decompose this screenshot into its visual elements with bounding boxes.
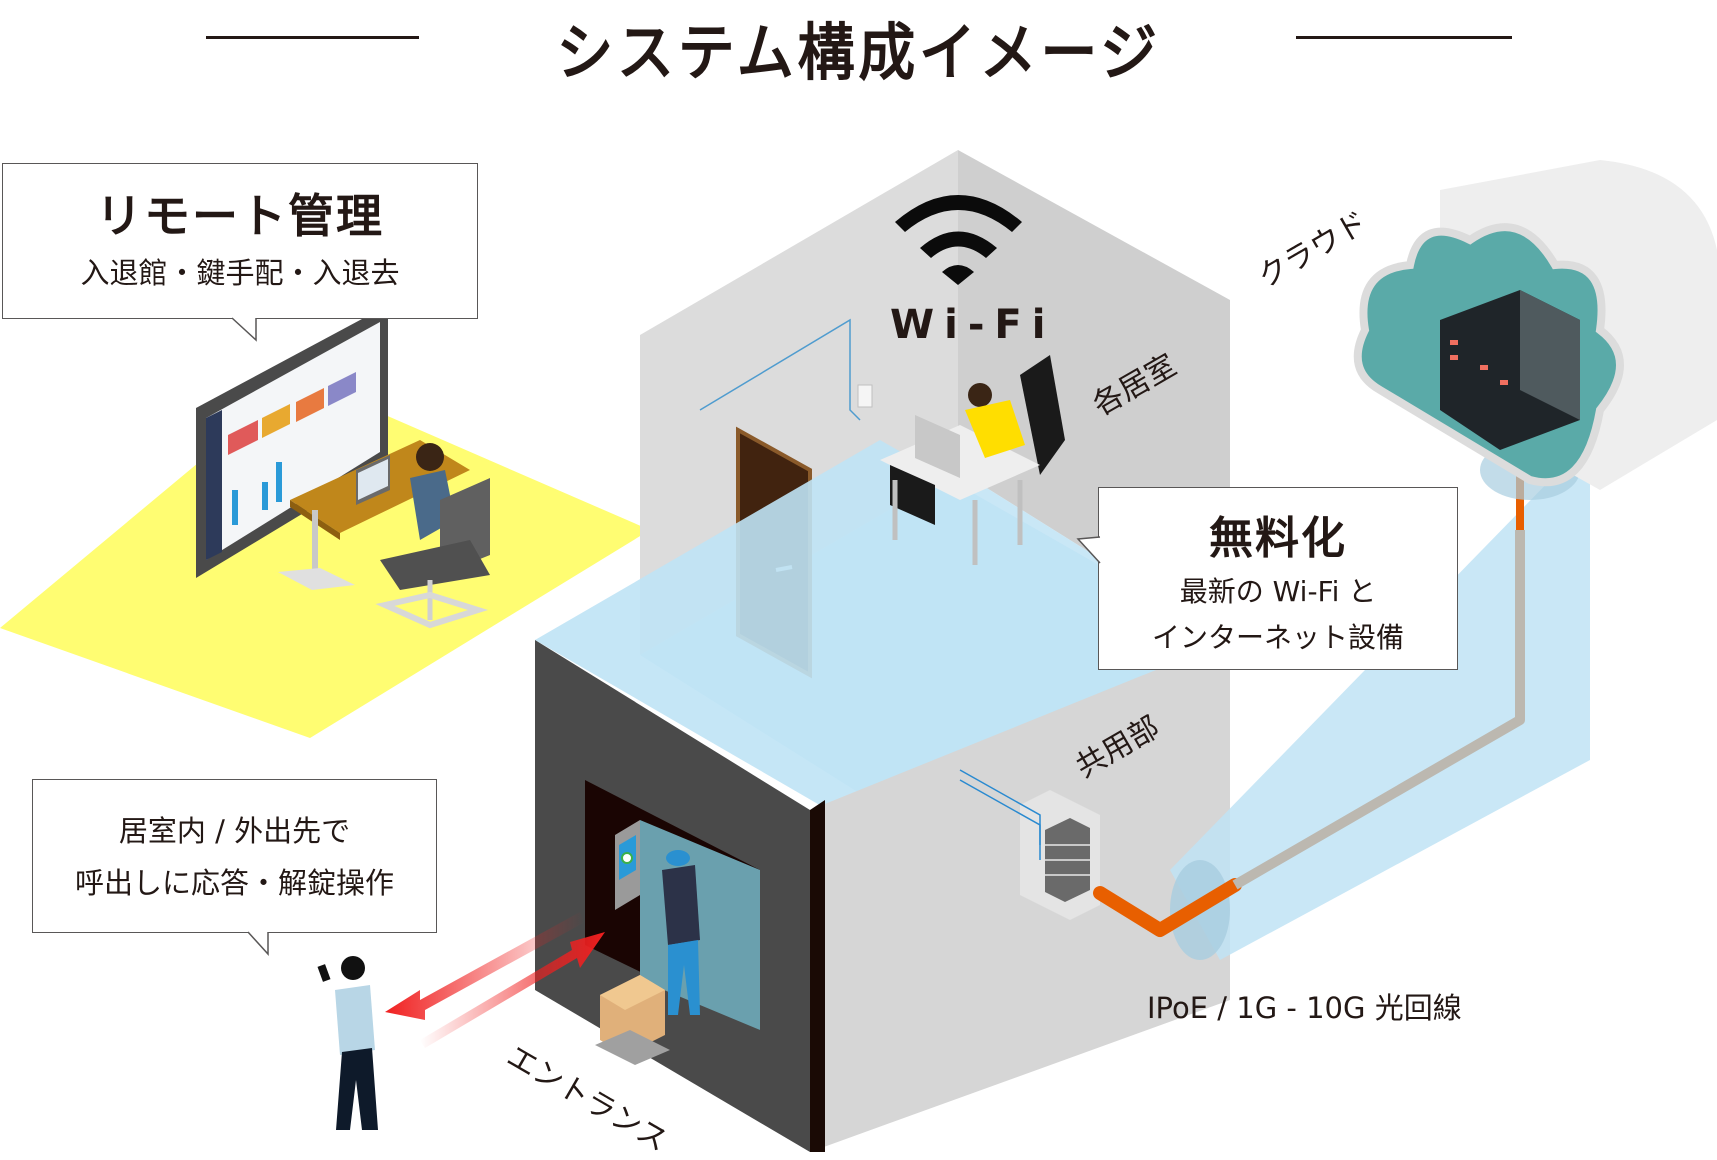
cloud-icon [1353,160,1717,490]
server-rack-icon [959,769,1100,920]
callout-remote-heading: リモート管理 [96,189,384,243]
wifi-icon [895,195,1022,285]
page-title: システム構成イメージ [556,16,1161,89]
delivery-cart [595,975,670,1065]
bidirectional-arrow-icon [385,912,605,1048]
callout-mobile-tail [247,931,269,956]
callout-mobile-line2: 呼出しに応答・解錠操作 [74,866,394,900]
callout-mobile-response: 居室内 / 外出先で 呼出しに応答・解錠操作 [32,779,437,933]
callout-free-tail [1076,536,1101,564]
title-bar: システム構成イメージ [0,0,1717,90]
callout-free-internet: 無料化 最新の Wi-Fi と インターネット設備 [1098,487,1458,670]
fiber-line-label: IPoE / 1G - 10G 光回線 [1147,991,1462,1025]
dashboard-monitor [196,305,388,578]
manager-at-desk [278,440,490,629]
title-rule-left [206,36,419,39]
delivery-person [662,850,700,1015]
callout-remote-line1: 入退館・鍵手配・入退去 [80,256,400,290]
resident-at-pc [880,355,1065,565]
callout-free-line1: 最新の Wi-Fi と [1179,575,1377,608]
callout-remote-management: リモート管理 入退館・鍵手配・入退去 [2,163,478,319]
callout-free-line2: インターネット設備 [1151,621,1404,654]
callout-remote-tail [231,317,257,342]
wifi-label: Wi-Fi [890,302,1056,348]
callout-free-heading: 無料化 [1209,513,1347,564]
callout-mobile-line1: 居室内 / 外出先で [118,814,351,848]
title-rule-right [1296,36,1512,39]
mobile-user [317,956,378,1130]
remote-office-floor [0,378,650,738]
